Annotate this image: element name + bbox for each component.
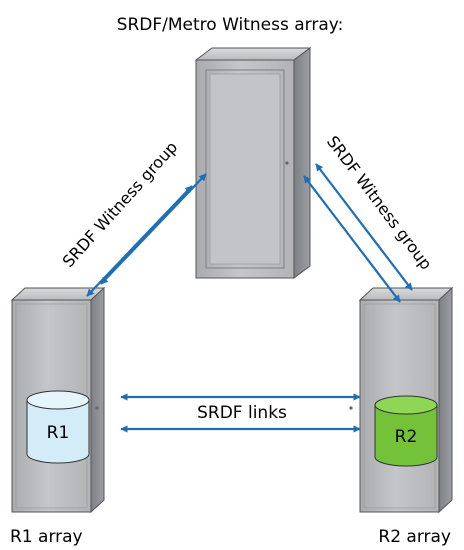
srdf-link-arrows	[120, 393, 361, 433]
r2-cylinder: R2	[374, 395, 438, 467]
r1-cylinder-label: R1	[47, 423, 70, 443]
left-witness-arrow-outer	[86, 185, 193, 297]
srdf-links-label: SRDF links	[197, 403, 287, 423]
right-witness-arrow-inner	[303, 175, 401, 303]
r2-cylinder-label: R2	[395, 427, 418, 447]
witness-array-title: SRDF/Metro Witness array:	[117, 15, 344, 35]
witness-array-cabinet	[194, 47, 312, 279]
r1-array-label: R1 array	[10, 527, 83, 547]
right-witness-group-label: SRDF Witness group	[323, 132, 436, 273]
right-witness-arrows	[303, 163, 413, 303]
r1-cylinder: R1	[26, 390, 90, 464]
r2-array-label: R2 array	[378, 527, 451, 547]
left-witness-arrow-inner	[100, 173, 207, 285]
left-witness-group-label: SRDF Witness group	[59, 138, 182, 271]
left-witness-arrows	[86, 173, 207, 297]
